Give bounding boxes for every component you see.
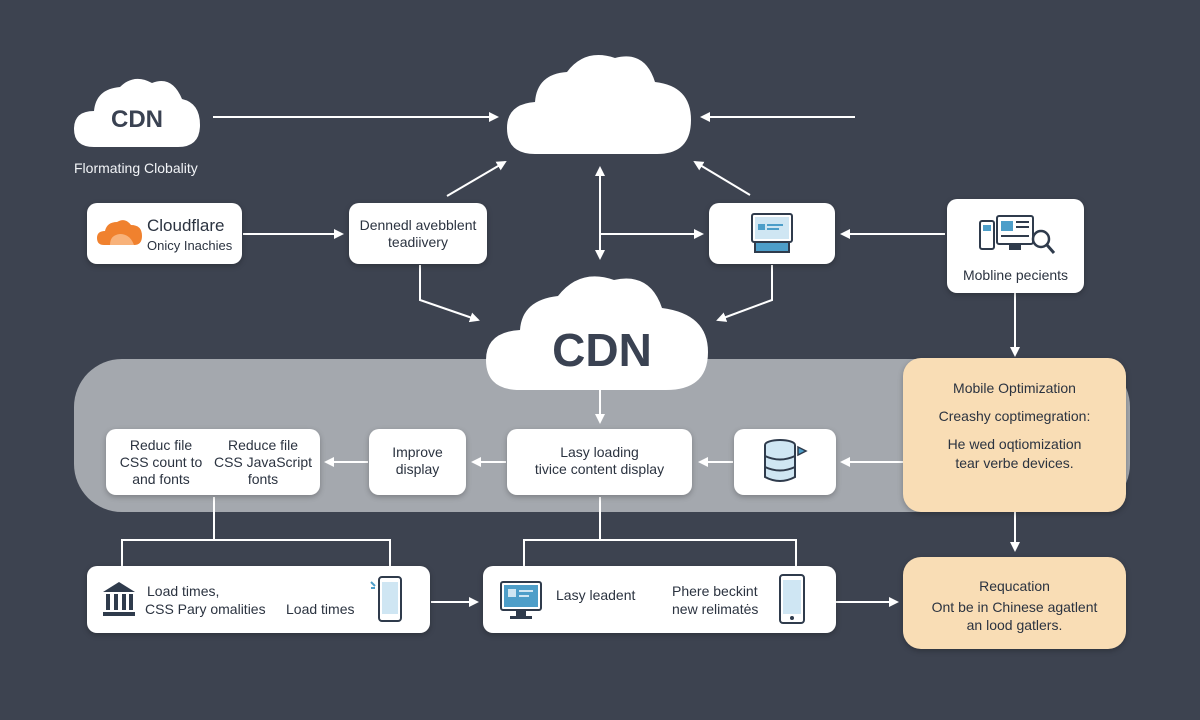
branch-left-b: [214, 539, 391, 566]
bank-icon: [103, 582, 135, 616]
delivery-card[interactable]: Dennedl avebblent teadiivery: [349, 203, 487, 264]
monitor-card[interactable]: [709, 203, 835, 264]
requcation-title: Requcation: [979, 578, 1050, 594]
database-card[interactable]: [734, 429, 836, 495]
top-cloud-icon: [507, 55, 691, 154]
lazy-loading-card[interactable]: Lasy loading tivice content display: [507, 429, 692, 495]
smartphone-icon-2: [779, 574, 805, 624]
top-caption: Flormating Clobality: [74, 160, 198, 176]
improve-display-text: Improve display: [369, 444, 466, 478]
reduce-files-b: Reduce file CSS JavaScript fonts: [210, 437, 316, 488]
lazy-loading-text: Lasy loading tivice content display: [507, 444, 692, 478]
reduce-a-line-1: Reduc file: [129, 437, 193, 453]
monitor-icon: [751, 213, 793, 253]
improve-line-2: display: [395, 461, 440, 477]
devices-search-icon: [979, 215, 1056, 254]
branch-left: [121, 497, 215, 566]
improve-display-card[interactable]: Improve display: [369, 429, 466, 495]
load-times-card[interactable]: Load times, CSS Pary omalities Load time…: [87, 566, 430, 633]
delivery-line-2: teadiivery: [388, 234, 448, 250]
reduce-a-line-3: and fonts: [132, 471, 190, 487]
cloudflare-card[interactable]: Cloudflare Onicy Inachies: [87, 203, 242, 264]
mobile-optimization-line-2: He wed oqtiomization: [947, 436, 1082, 452]
cloudflare-cloud-icon: [97, 220, 142, 245]
smartphone-icon: [370, 576, 402, 622]
database-icon: [764, 439, 808, 482]
mobile-optimization-title: Mobile Optimization: [953, 380, 1076, 396]
lasy-leadent-left: Lasy leadent: [556, 587, 636, 603]
arrow-monitor-to-cloud: [693, 160, 751, 196]
reduce-files-card[interactable]: Reduc file CSS count to and fonts Reduce…: [106, 429, 320, 495]
arrow-demand-to-cloud: [446, 160, 507, 197]
cloudflare-subtitle: Onicy Inachies: [147, 238, 233, 253]
lasy-leadent-right-2: new relimatės: [672, 601, 759, 617]
arrow-monitor-to-cdn: [716, 265, 773, 322]
cdn-cloud-label: CDN: [552, 324, 652, 376]
cdn-badge-label: CDN: [111, 106, 163, 133]
requcation-line-2: an lood gatlers.: [966, 617, 1063, 633]
reduce-b-line-1: Reduce file: [227, 437, 299, 453]
branch-right: [523, 497, 601, 566]
delivery-card-text: Dennedl avebblent teadiivery: [349, 217, 487, 251]
reduce-b-line-3: fonts: [247, 471, 279, 487]
mobile-optimization-line-3: tear verbe devices.: [955, 455, 1074, 471]
reduce-a-line-2: CSS count to: [119, 454, 203, 470]
mobile-optimization-panel[interactable]: Mobile Optimization Creashy coptimegrati…: [903, 358, 1126, 512]
load-times-line-1: Load times,: [147, 583, 220, 599]
load-times-line-2: CSS Pary omalities: [145, 601, 266, 617]
mobile-pecients-card[interactable]: Mobline pecients: [947, 199, 1084, 293]
arrow-demand-to-cdn: [419, 265, 480, 323]
lazy-line-1: Lasy loading: [560, 444, 639, 460]
cloudflare-title: Cloudflare: [147, 216, 225, 235]
load-times-right: Load times: [286, 601, 355, 617]
reduce-b-line-2: CSS JavaScript: [213, 454, 313, 470]
desktop-icon: [500, 581, 542, 619]
cdn-cloud-icon: [486, 276, 708, 390]
lazy-line-2: tivice content display: [534, 461, 665, 477]
lasy-leadent-right-1: Phere beckint: [672, 583, 758, 599]
reduce-files-a: Reduc file CSS count to and fonts: [106, 437, 216, 488]
delivery-line-1: Dennedl avebblent: [359, 217, 477, 233]
mobile-optimization-line-1: Creashy coptimegration:: [938, 408, 1091, 424]
branch-right-b: [600, 539, 797, 566]
requcation-panel[interactable]: Requcation Ont be in Chinese agatlent an…: [903, 557, 1126, 649]
lasy-leadent-card[interactable]: Lasy leadent Phere beckint new relimatės: [483, 566, 836, 633]
requcation-line-1: Ont be in Chinese agatlent: [931, 599, 1098, 615]
mobile-pecients-label: Mobline pecients: [962, 267, 1069, 283]
improve-line-1: Improve: [392, 444, 443, 460]
cloud-icon: [74, 78, 200, 147]
